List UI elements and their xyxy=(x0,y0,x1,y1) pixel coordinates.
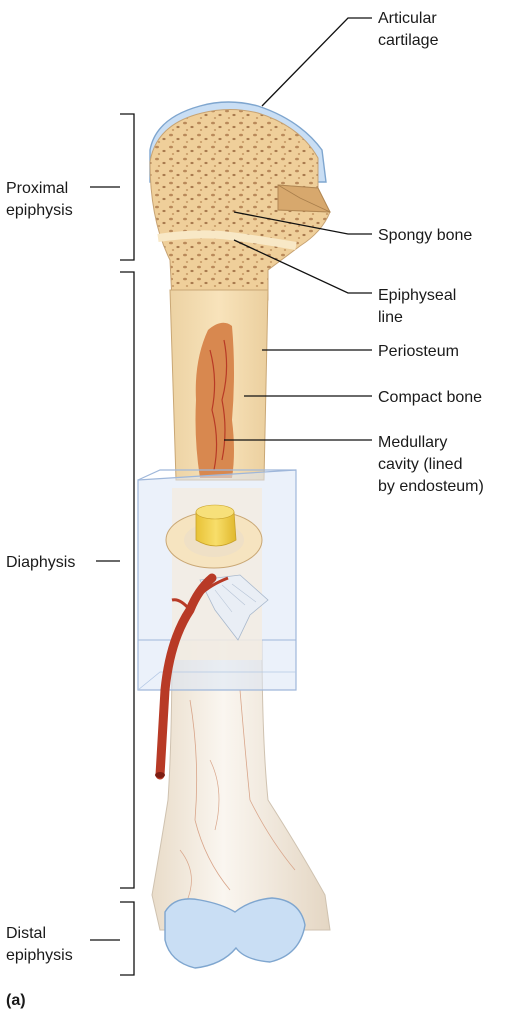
panel-label: (a) xyxy=(6,992,26,1009)
label-epiphyseal-line: Epiphyseal line xyxy=(378,287,461,326)
region-brackets xyxy=(90,113,135,976)
proximal-spongy-bone xyxy=(149,109,331,301)
label-diaphysis: Diaphysis xyxy=(6,554,75,571)
distal-articular-cartilage xyxy=(164,897,306,969)
cutaway-box xyxy=(137,469,297,691)
label-periosteum: Periosteum xyxy=(378,343,459,360)
label-spongy-bone: Spongy bone xyxy=(378,227,472,244)
label-compact-bone: Compact bone xyxy=(378,389,482,406)
label-medullary-cavity: Medullary cavity (lined by endosteum) xyxy=(378,434,484,495)
epiphyseal-line-mark xyxy=(157,230,297,250)
label-distal-epiphysis: Distal epiphysis xyxy=(6,925,73,964)
leader-lines xyxy=(224,17,372,441)
label-proximal-epiphysis: Proximal epiphysis xyxy=(6,180,73,219)
label-articular-cartilage: Articular cartilage xyxy=(378,10,441,49)
nutrient-artery xyxy=(155,573,217,780)
bone-lower-shaft xyxy=(151,639,331,931)
